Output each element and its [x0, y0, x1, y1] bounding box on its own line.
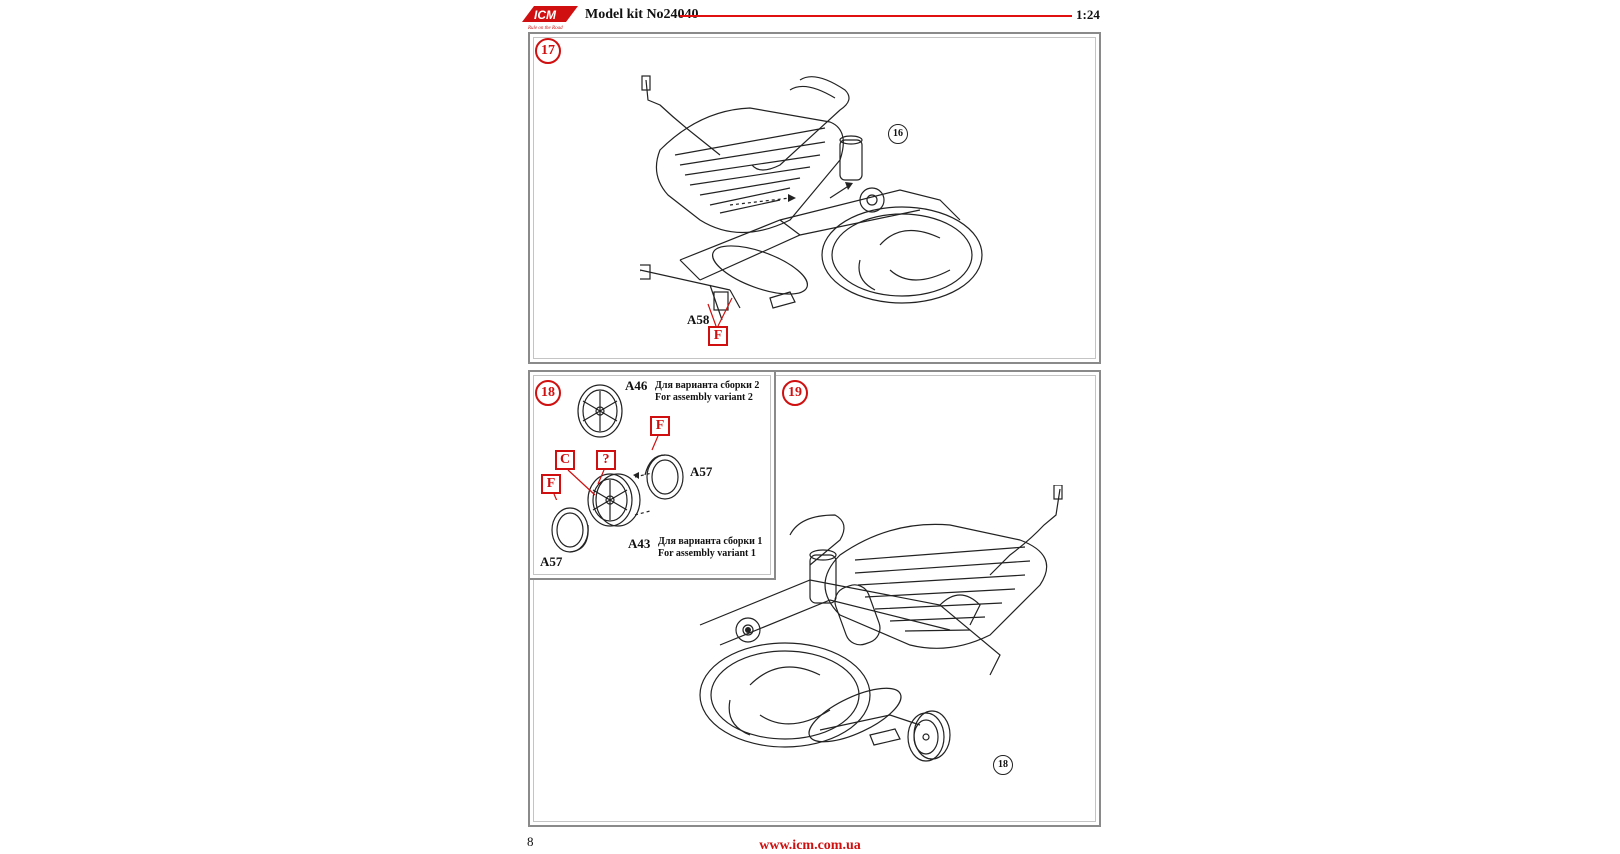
part-a43-label: A43 [628, 536, 651, 551]
step-17-badge: 17 [535, 38, 561, 64]
glue-box-f-step17: F [708, 326, 728, 346]
variant-2-ru-text: Для варианта сборки 2 [655, 380, 760, 391]
variant-2-caption: Для варианта сборки 2 For assembly varia… [655, 380, 759, 404]
icm-logo: ICM Rule on the Road [520, 0, 580, 35]
step-18-badge: 18 [535, 380, 561, 406]
part-a57-left-label: A57 [540, 554, 563, 569]
a58-leader-lines [707, 297, 733, 327]
svg-text:Rule on the Road: Rule on the Road [527, 26, 563, 30]
page-number: 8 [527, 834, 534, 849]
glue-box-c: C [555, 450, 575, 470]
variant-2-en-text: For assembly variant 2 [655, 392, 753, 403]
glue-box-question: ? [596, 450, 616, 470]
website-link[interactable]: www.icm.com.ua [759, 838, 861, 853]
variant-1-caption: Для варианта сборки 1 For assembly varia… [658, 536, 762, 560]
step-19-badge: 19 [782, 380, 808, 406]
part-a57-right-label: A57 [690, 464, 713, 479]
icm-logo-icon: ICM Rule on the Road [522, 6, 578, 31]
variant-1-en-text: For assembly variant 1 [658, 548, 756, 559]
svg-text:ICM: ICM [534, 8, 557, 22]
step-17-panel [528, 32, 1101, 364]
step-19-ref-18: 18 [993, 755, 1013, 775]
step-18-wheel-drawing [551, 384, 684, 553]
variant-1-ru-text: Для варианта сборки 1 [658, 536, 763, 547]
part-a58-label: A58 [687, 312, 710, 327]
step-17-chassis-drawing [640, 75, 983, 321]
glue-box-f-step18-left: F [541, 474, 561, 494]
scale-label: 1:24 [1076, 7, 1100, 22]
step-19-chassis-drawing [699, 485, 1063, 762]
step-17-ref-16: 16 [888, 124, 908, 144]
step-19-panel [528, 370, 1101, 827]
step-18-leader-lines [553, 435, 659, 500]
part-a46-label: A46 [625, 378, 648, 393]
page-title: Model kit No24040 [585, 7, 699, 22]
header-rule [680, 15, 1072, 17]
glue-box-f-step18-top: F [650, 416, 670, 436]
